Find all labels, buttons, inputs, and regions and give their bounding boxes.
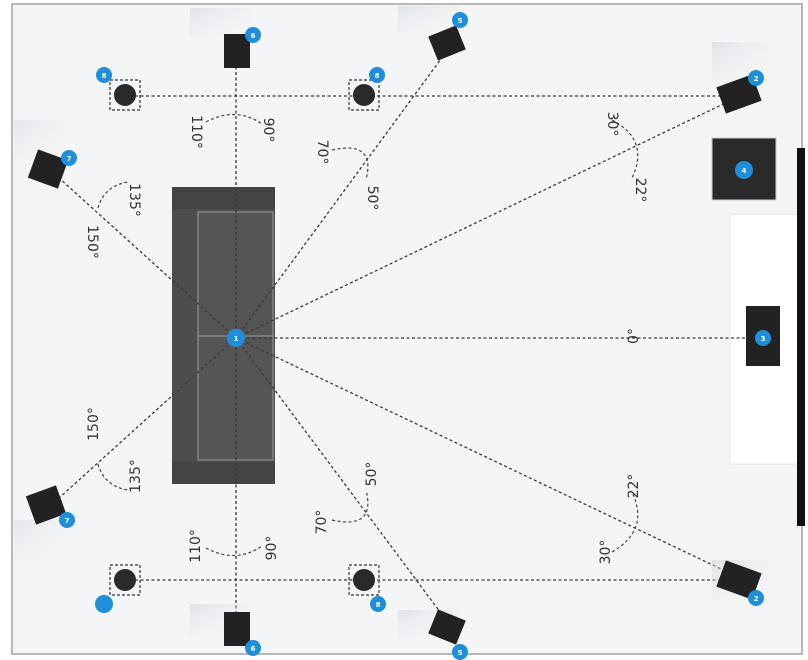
arc-110-90-bottom — [205, 545, 263, 557]
ceiling-speaker-front-top — [348, 79, 380, 111]
ceiling-speaker-rear-top — [109, 79, 141, 111]
angle-90-top: 90° — [260, 118, 276, 143]
badge-ceiling-front-bottom: 8 — [370, 596, 386, 612]
speaker-wide-bottom — [398, 609, 466, 645]
angle-150-bottom: 150° — [86, 407, 102, 441]
speaker-wide-top — [398, 6, 466, 61]
ceiling-speakers — [109, 79, 380, 596]
badge-subwoofer: 4 — [735, 161, 753, 179]
angle-arcs — [97, 113, 639, 557]
angle-90-bottom: 90° — [264, 536, 280, 561]
badge-ceiling-front-top: 8 — [369, 67, 385, 83]
badge-wide-bottom: 5 — [452, 644, 468, 660]
speaker-side-bottom — [190, 604, 250, 646]
angle-50-top: 50° — [364, 186, 380, 211]
badge-center: 3 — [755, 330, 771, 346]
svg-text:8: 8 — [376, 601, 381, 609]
sofa — [172, 187, 275, 484]
badge-rear-bottom: 7 — [59, 512, 75, 528]
angle-30-bottom: 30° — [598, 540, 614, 565]
arc-30-22-top — [611, 119, 639, 179]
guide-rear-bottom — [47, 337, 237, 509]
speaker-side-top — [190, 8, 250, 68]
angle-150-top: 150° — [84, 225, 100, 259]
angle-30-top: 30° — [604, 112, 620, 137]
angle-0: 0° — [626, 328, 642, 344]
svg-text:6: 6 — [251, 645, 256, 653]
badges: 1 3 4 2 2 5 5 6 — [59, 12, 771, 660]
badge-side-top: 6 — [245, 27, 261, 43]
arc-110-90-top — [205, 113, 263, 125]
angle-135-bottom: 135° — [128, 459, 144, 493]
svg-text:4: 4 — [742, 167, 747, 175]
angle-70-top: 70° — [314, 140, 330, 165]
angle-135-top: 135° — [126, 183, 142, 217]
speaker-rear-top — [14, 120, 69, 189]
angle-labels: 0° 30° 22° 22° 30° 70° 50° 50° 70° 110° … — [84, 112, 648, 565]
badge-front-left: 2 — [748, 70, 764, 86]
svg-text:7: 7 — [65, 517, 70, 525]
svg-text:3: 3 — [761, 335, 766, 343]
svg-text:5: 5 — [458, 17, 463, 25]
angle-70-bottom: 70° — [314, 510, 330, 535]
svg-text:2: 2 — [754, 75, 759, 83]
svg-text:6: 6 — [251, 32, 256, 40]
badge-ceiling-rear-bottom — [95, 595, 113, 613]
angle-110-bottom: 110° — [188, 529, 204, 563]
ceiling-speaker-rear-bottom — [109, 564, 141, 596]
guide-wide-top — [235, 43, 453, 339]
angle-22-top: 22° — [632, 178, 648, 203]
svg-text:8: 8 — [102, 72, 107, 80]
arc-30-22-bottom — [611, 491, 639, 553]
guide-rear-top — [47, 167, 237, 339]
badge-front-right: 2 — [748, 590, 764, 606]
speaker-rear-bottom — [14, 485, 67, 560]
svg-text:2: 2 — [754, 595, 759, 603]
angle-50-bottom: 50° — [364, 462, 380, 487]
ceiling-speaker-front-bottom — [348, 564, 380, 596]
angle-22-bottom: 22° — [626, 474, 642, 499]
arc-70-50-top — [331, 147, 369, 181]
badge-side-bottom: 6 — [245, 640, 261, 656]
angle-110-top: 110° — [188, 115, 204, 149]
badge-rear-top: 7 — [61, 150, 77, 166]
badge-listener: 1 — [227, 329, 245, 347]
arc-70-50-bottom — [331, 489, 369, 523]
svg-text:7: 7 — [67, 155, 72, 163]
svg-text:1: 1 — [234, 335, 239, 343]
badge-ceiling-rear-top: 8 — [96, 67, 112, 83]
badge-wide-top: 5 — [452, 12, 468, 28]
tv-screen — [797, 148, 805, 526]
svg-text:8: 8 — [375, 72, 380, 80]
room-floor — [11, 3, 803, 655]
svg-text:5: 5 — [458, 649, 463, 657]
